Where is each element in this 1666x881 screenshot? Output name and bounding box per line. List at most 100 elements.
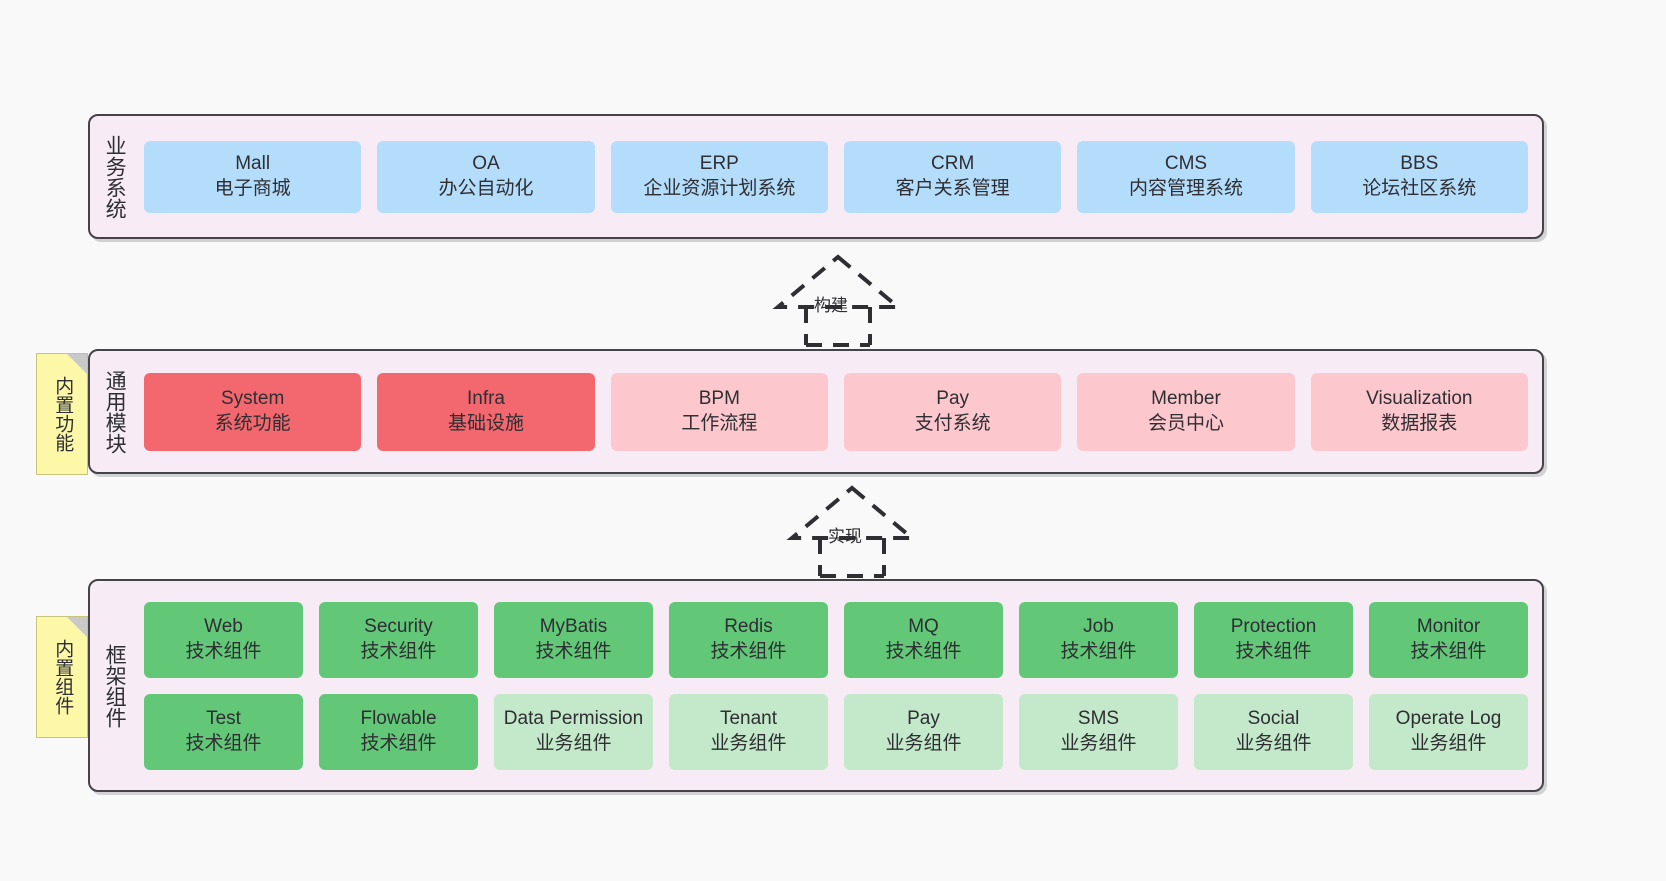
component-type: 业务组件 (535, 732, 612, 754)
component-card-flowable[interactable]: Flowable 技术组件 (319, 693, 478, 770)
component-type: 技术组件 (360, 640, 437, 662)
component-card-data-permission[interactable]: Data Permission 业务组件 (494, 693, 653, 770)
module-name: ERP (699, 152, 739, 174)
layer-title-business-systems: 业务系统 (103, 134, 127, 219)
module-desc: 系统功能 (214, 412, 291, 434)
component-name: Redis (724, 615, 773, 637)
row: Mall 电子商城 OA 办公自动化 ERP 企业资源计划系统 CRM 客户关系… (144, 140, 1528, 213)
component-card-tenant[interactable]: Tenant 业务组件 (669, 693, 828, 770)
component-name: Pay (907, 707, 940, 729)
component-type: 技术组件 (535, 640, 612, 662)
component-card-operate-log[interactable]: Operate Log 业务组件 (1369, 693, 1528, 770)
module-name: OA (472, 152, 500, 174)
module-desc: 基础设施 (447, 412, 524, 434)
component-name: Tenant (719, 707, 778, 729)
generalization-arrow-icon (772, 254, 904, 347)
component-type: 技术组件 (185, 732, 262, 754)
module-name: System (220, 387, 285, 409)
component-card-social[interactable]: Social 业务组件 (1194, 693, 1353, 770)
module-card-bbs[interactable]: BBS 论坛社区系统 (1310, 140, 1528, 213)
note-builtin-components: 内置组件 (36, 616, 88, 738)
component-name: Social (1247, 707, 1300, 729)
component-type: 业务组件 (1235, 732, 1312, 754)
module-desc: 内容管理系统 (1128, 177, 1243, 199)
component-name: Job (1083, 615, 1114, 637)
layer-business-systems: 业务系统 Mall 电子商城 OA 办公自动化 ERP 企业资源计划系统 CRM… (88, 114, 1544, 239)
component-type: 业务组件 (1060, 732, 1137, 754)
module-card-mall[interactable]: Mall 电子商城 (144, 140, 362, 213)
module-desc: 会员中心 (1147, 412, 1224, 434)
module-name: BBS (1400, 152, 1439, 174)
layer-body-common-modules: System 系统功能 Infra 基础设施 BPM 工作流程 Pay 支付系统… (138, 351, 1542, 472)
row: Web 技术组件 Security 技术组件 MyBatis 技术组件 Redi… (144, 601, 1528, 678)
module-card-bpm[interactable]: BPM 工作流程 (610, 372, 828, 451)
generalization-arrow-icon (786, 485, 918, 578)
module-desc: 企业资源计划系统 (643, 177, 796, 199)
component-type: 技术组件 (185, 640, 262, 662)
component-card-job[interactable]: Job 技术组件 (1019, 601, 1178, 678)
component-card-protection[interactable]: Protection 技术组件 (1194, 601, 1353, 678)
module-name: CMS (1164, 152, 1208, 174)
module-card-pay[interactable]: Pay 支付系统 (843, 372, 1062, 451)
connector-build: 构建 (748, 253, 928, 347)
component-name: SMS (1077, 707, 1120, 729)
row: System 系统功能 Infra 基础设施 BPM 工作流程 Pay 支付系统… (144, 372, 1528, 451)
component-card-web[interactable]: Web 技术组件 (144, 601, 303, 678)
component-name: Flowable (360, 707, 437, 729)
connector-label-implement: 实现 (828, 527, 862, 546)
module-desc: 客户关系管理 (895, 177, 1010, 199)
module-card-member[interactable]: Member 会员中心 (1077, 372, 1295, 451)
component-name: Test (206, 707, 241, 729)
component-name: Monitor (1416, 615, 1481, 637)
note-builtin-functions: 内置功能 (36, 353, 88, 475)
module-card-crm[interactable]: CRM 客户关系管理 (843, 140, 1062, 213)
component-card-sms[interactable]: SMS 业务组件 (1019, 693, 1178, 770)
component-type: 技术组件 (885, 640, 962, 662)
module-desc: 工作流程 (681, 412, 758, 434)
module-desc: 数据报表 (1381, 412, 1458, 434)
module-name: Mall (235, 152, 271, 174)
module-card-oa[interactable]: OA 办公自动化 (377, 140, 595, 213)
component-card-redis[interactable]: Redis 技术组件 (669, 601, 828, 678)
module-name: CRM (931, 152, 975, 174)
component-type: 业务组件 (885, 732, 962, 754)
note-label: 内置功能 (52, 376, 74, 452)
component-name: Security (364, 615, 433, 637)
module-card-cms[interactable]: CMS 内容管理系统 (1077, 140, 1295, 213)
component-name: MyBatis (539, 615, 608, 637)
module-desc: 支付系统 (914, 412, 991, 434)
module-card-infra[interactable]: Infra 基础设施 (377, 372, 595, 451)
component-name: MQ (908, 615, 939, 637)
component-card-pay[interactable]: Pay 业务组件 (844, 693, 1003, 770)
module-card-system[interactable]: System 系统功能 (144, 372, 362, 451)
component-card-monitor[interactable]: Monitor 技术组件 (1369, 601, 1528, 678)
component-card-security[interactable]: Security 技术组件 (319, 601, 478, 678)
module-card-erp[interactable]: ERP 企业资源计划系统 (610, 140, 828, 213)
component-card-mybatis[interactable]: MyBatis 技术组件 (494, 601, 653, 678)
module-card-visualization[interactable]: Visualization 数据报表 (1310, 372, 1528, 451)
component-name: Web (204, 615, 243, 637)
layer-title-framework-components: 框架组件 (103, 643, 127, 728)
layer-body-framework-components: Web 技术组件 Security 技术组件 MyBatis 技术组件 Redi… (138, 581, 1542, 790)
layer-title-common-modules: 通用模块 (103, 369, 127, 454)
layer-framework-components: 框架组件 Web 技术组件 Security 技术组件 MyBatis 技术组件… (88, 579, 1544, 792)
component-card-mq[interactable]: MQ 技术组件 (844, 601, 1003, 678)
component-name: Protection (1230, 615, 1317, 637)
connector-label-build: 构建 (814, 296, 848, 315)
component-name: Data Permission (503, 707, 644, 729)
module-name: Visualization (1366, 387, 1473, 409)
connector-implement: 实现 (762, 484, 942, 578)
component-type: 技术组件 (1235, 640, 1312, 662)
module-name: BPM (698, 387, 740, 409)
component-type: 业务组件 (710, 732, 787, 754)
module-name: Pay (936, 387, 970, 409)
layer-common-modules: 通用模块 System 系统功能 Infra 基础设施 BPM 工作流程 Pay… (88, 349, 1544, 474)
layer-body-business-systems: Mall 电子商城 OA 办公自动化 ERP 企业资源计划系统 CRM 客户关系… (138, 116, 1542, 237)
component-type: 技术组件 (1060, 640, 1137, 662)
component-card-test[interactable]: Test 技术组件 (144, 693, 303, 770)
component-type: 技术组件 (360, 732, 437, 754)
module-name: Member (1151, 387, 1221, 409)
component-type: 技术组件 (1410, 640, 1487, 662)
module-desc: 电子商城 (214, 177, 291, 199)
